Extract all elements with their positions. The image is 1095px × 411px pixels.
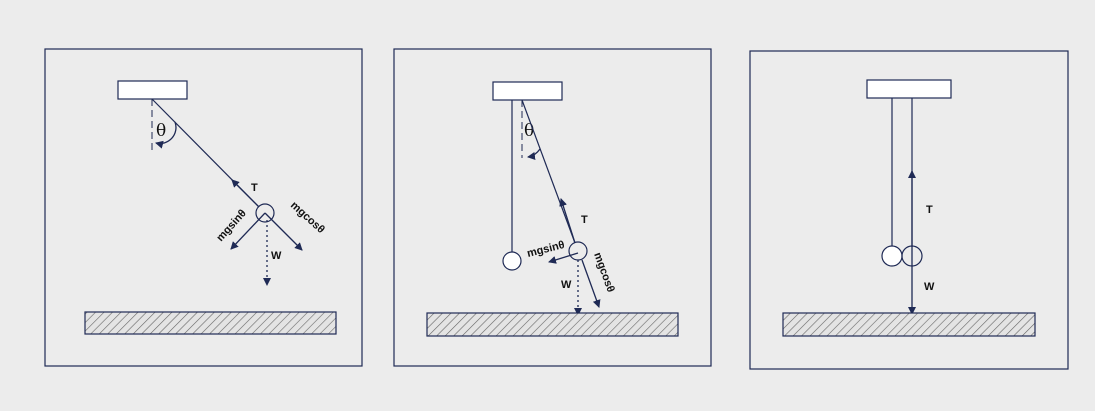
sin-component-arrow	[230, 212, 266, 250]
ground	[782, 312, 1036, 337]
weight-label: W	[561, 279, 572, 291]
tension-label: T	[926, 204, 933, 216]
panel-equilibrium-pendulum: T W	[749, 50, 1069, 370]
cos-component-arrow	[581, 259, 601, 308]
weight-label: W	[271, 250, 282, 262]
pendulum-string	[521, 99, 576, 244]
pendulum-bob	[568, 241, 588, 261]
ceiling-support	[117, 80, 188, 100]
ground	[426, 312, 679, 337]
ceiling-support	[492, 81, 563, 101]
tension-arrow	[231, 179, 260, 208]
ceiling-support	[866, 79, 952, 99]
tension-label: T	[251, 182, 258, 194]
pendulum-bob	[255, 203, 275, 223]
angle-label: θ	[156, 121, 166, 141]
angle-arc	[155, 121, 177, 149]
tension-label: T	[581, 214, 588, 226]
tension-arrow	[559, 198, 576, 244]
angle-label: θ	[524, 121, 534, 141]
sin-component-arrow	[548, 252, 579, 264]
rest-bob	[881, 245, 903, 267]
ground	[84, 311, 337, 335]
panel-small-angle-pendulum: θ T W mgsinθ mgcosθ	[393, 48, 712, 367]
weight-label: W	[924, 281, 935, 293]
angle-arc	[527, 148, 541, 160]
panel-displaced-pendulum: θ T W mgsinθ mgcosθ	[44, 48, 363, 367]
rest-bob	[502, 251, 522, 271]
